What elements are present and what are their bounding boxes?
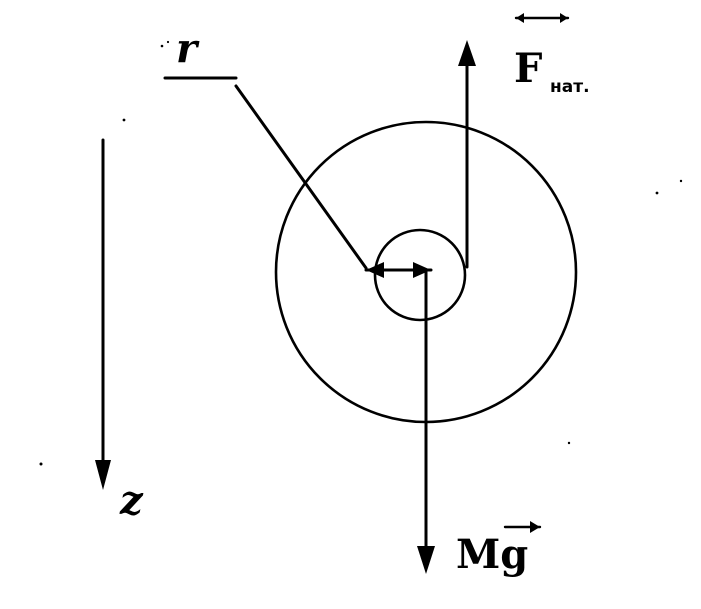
- tension-force-label: F нат.: [514, 13, 590, 97]
- force-main-label: F: [514, 45, 542, 92]
- weight-text: Mg: [456, 531, 528, 578]
- scan-specks: [39, 40, 683, 466]
- radius-arrow: [364, 262, 433, 278]
- radius-label: r: [176, 25, 200, 72]
- radius-leader: [163, 76, 368, 270]
- inner-circle: [373, 228, 467, 322]
- weight-force-arrow: [417, 270, 435, 574]
- z-axis-label: z: [119, 477, 144, 524]
- weight-label: Mg: [456, 521, 542, 578]
- z-axis-arrow: [95, 138, 111, 490]
- tension-force-arrow: [458, 40, 476, 269]
- force-sub-label: нат.: [550, 77, 590, 97]
